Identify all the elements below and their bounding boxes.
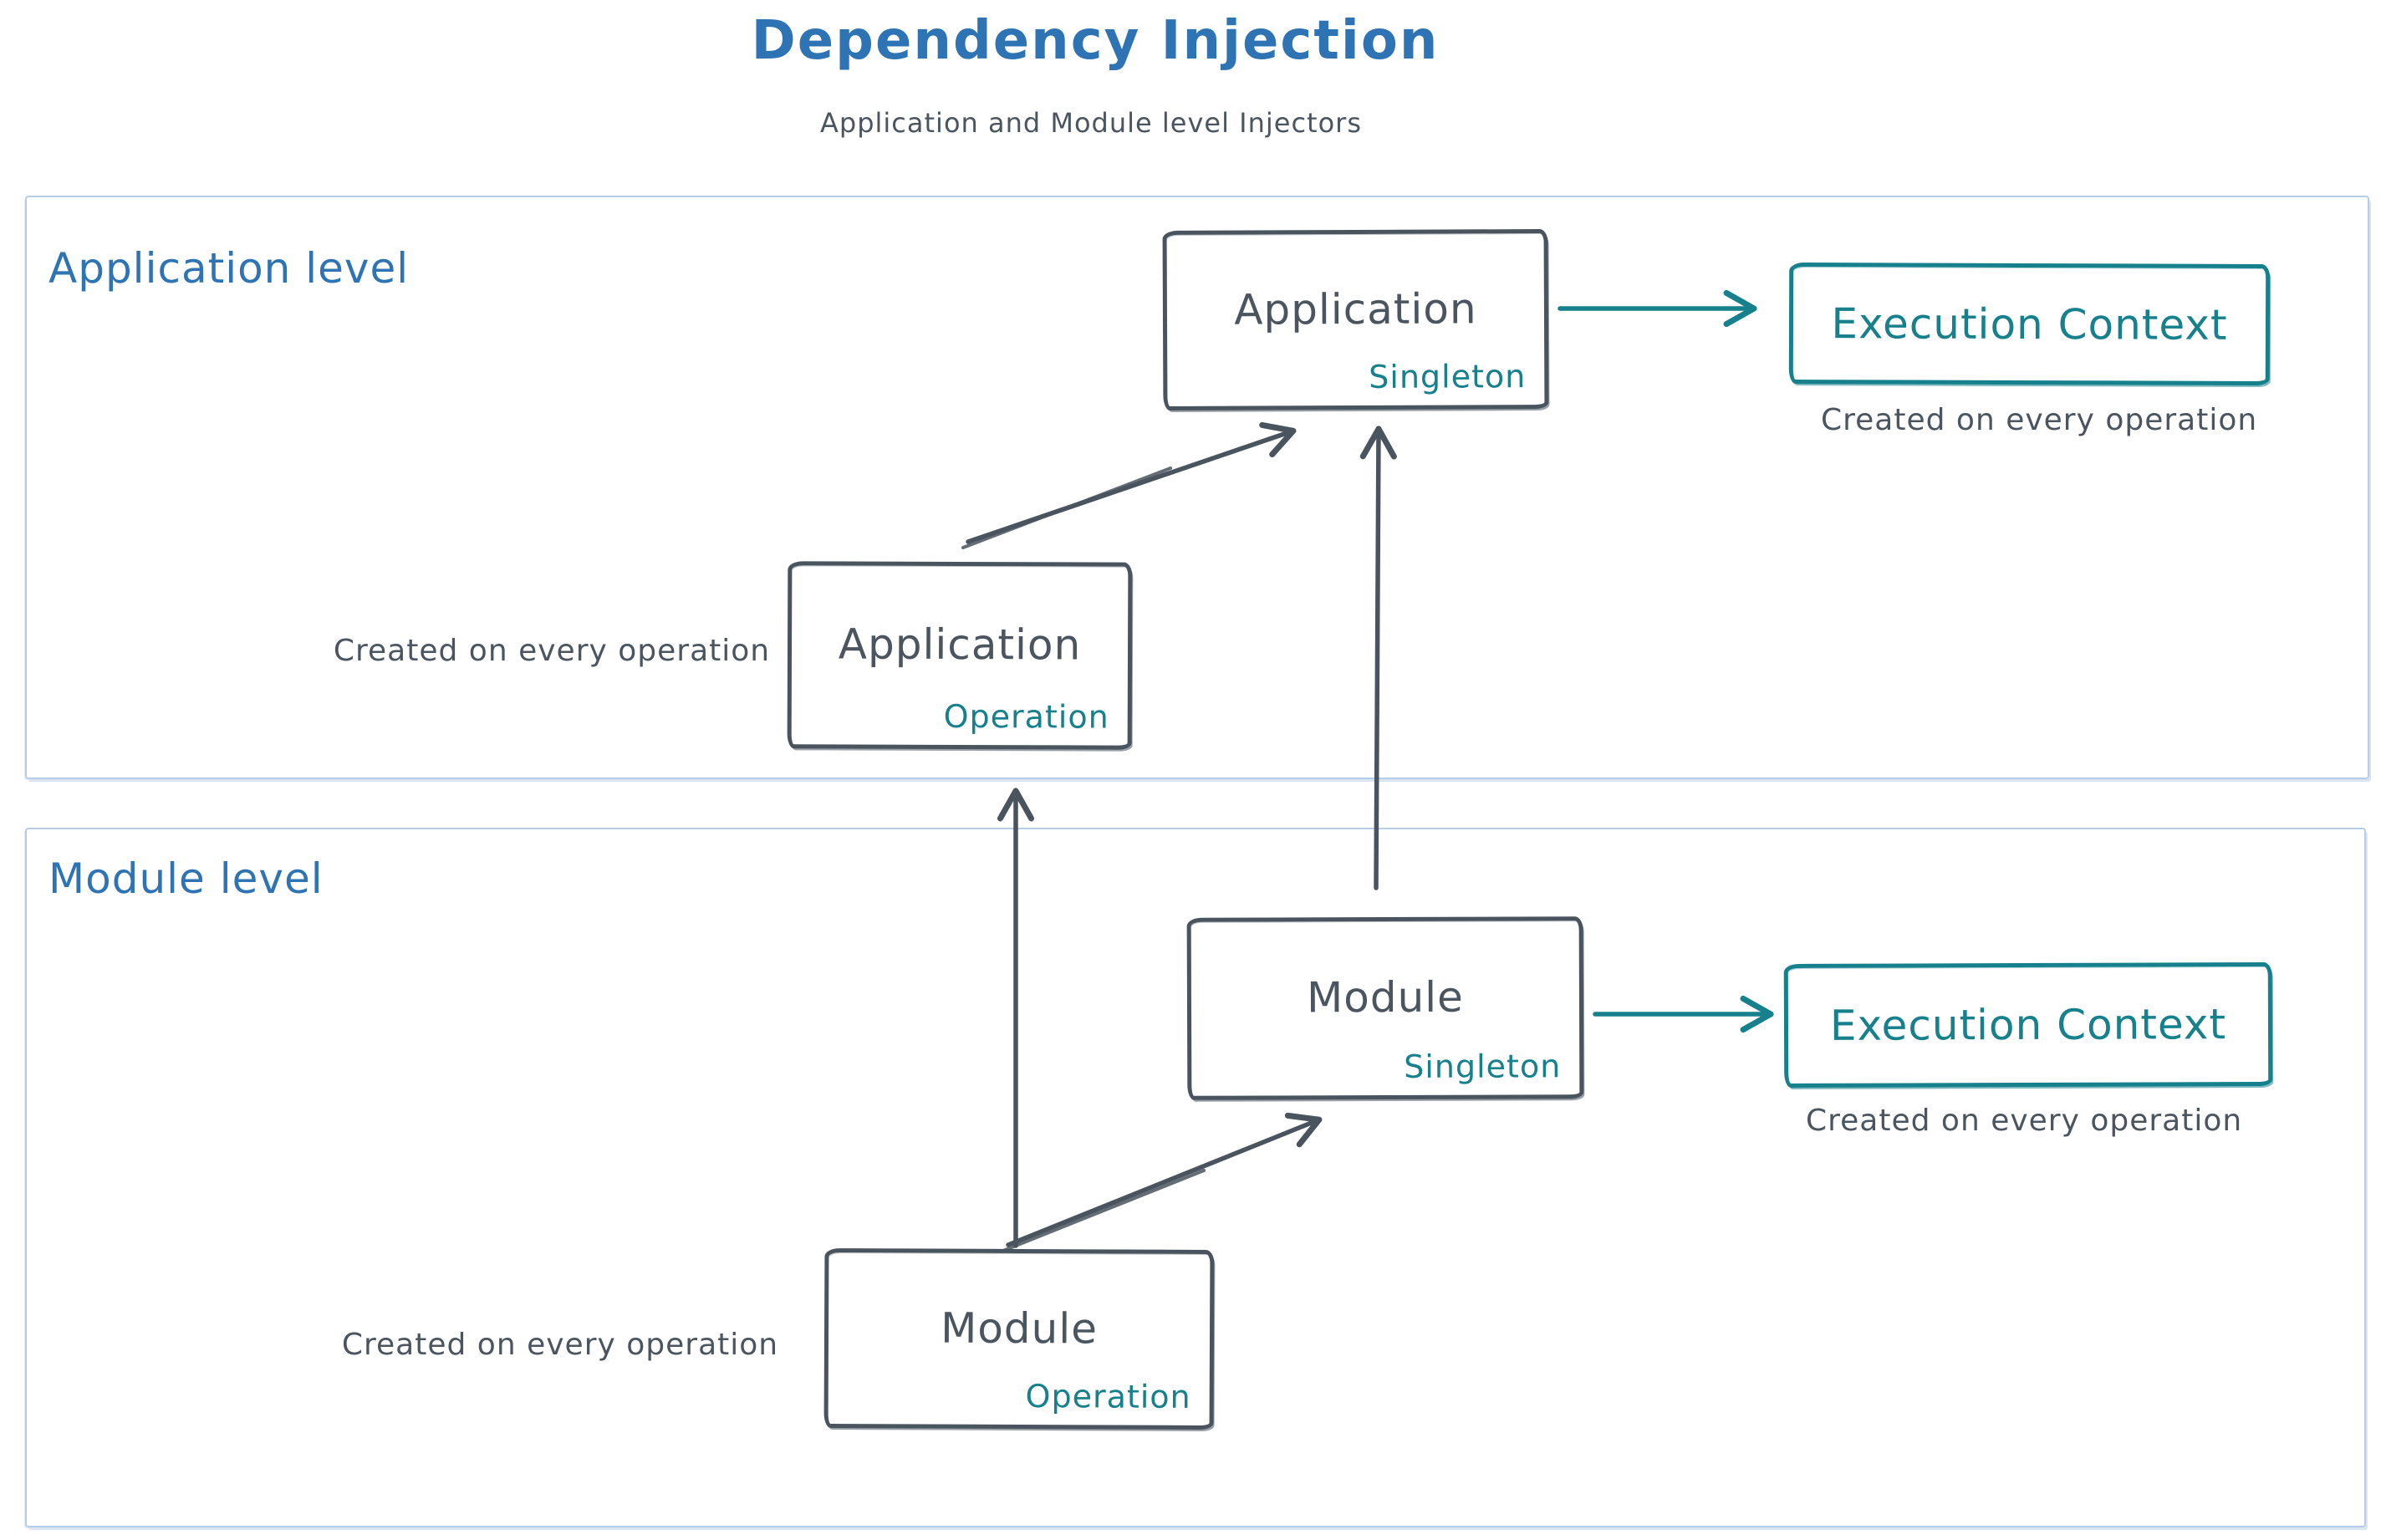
app-singleton-title: Application (1234, 283, 1477, 334)
module-level-label: Module level (48, 854, 324, 903)
module-operation-note: Created on every operation (341, 1328, 779, 1362)
application-level-container (25, 196, 2369, 779)
app-operation-title: Application (838, 620, 1082, 670)
execution-context-app-box: Execution Context (1788, 262, 2271, 386)
app-singleton-tag: Singleton (1369, 358, 1527, 395)
app-operation-note: Created on every operation (333, 634, 771, 668)
module-level-container (25, 828, 2366, 1527)
app-operation-tag: Operation (943, 697, 1109, 736)
execution-context-module-box: Execution Context (1783, 961, 2273, 1089)
execution-context-app-title: Execution Context (1831, 298, 2228, 349)
page-title: Dependency Injection (751, 10, 1440, 72)
module-operation-title: Module (941, 1303, 1099, 1353)
execution-context-app-note: Created on every operation (1821, 403, 2258, 437)
module-operation-box: Module Operation (823, 1247, 1215, 1430)
app-operation-box: Application Operation (787, 561, 1133, 750)
execution-context-module-title: Execution Context (1829, 1000, 2227, 1050)
module-operation-tag: Operation (1025, 1378, 1191, 1415)
app-singleton-box: Application Singleton (1162, 228, 1549, 411)
module-singleton-box: Module Singleton (1186, 916, 1584, 1100)
module-singleton-tag: Singleton (1404, 1048, 1562, 1085)
page-subtitle: Application and Module level Injectors (820, 107, 1362, 139)
execution-context-module-note: Created on every operation (1806, 1104, 2243, 1138)
application-level-label: Application level (48, 244, 410, 293)
module-singleton-title: Module (1306, 972, 1464, 1022)
